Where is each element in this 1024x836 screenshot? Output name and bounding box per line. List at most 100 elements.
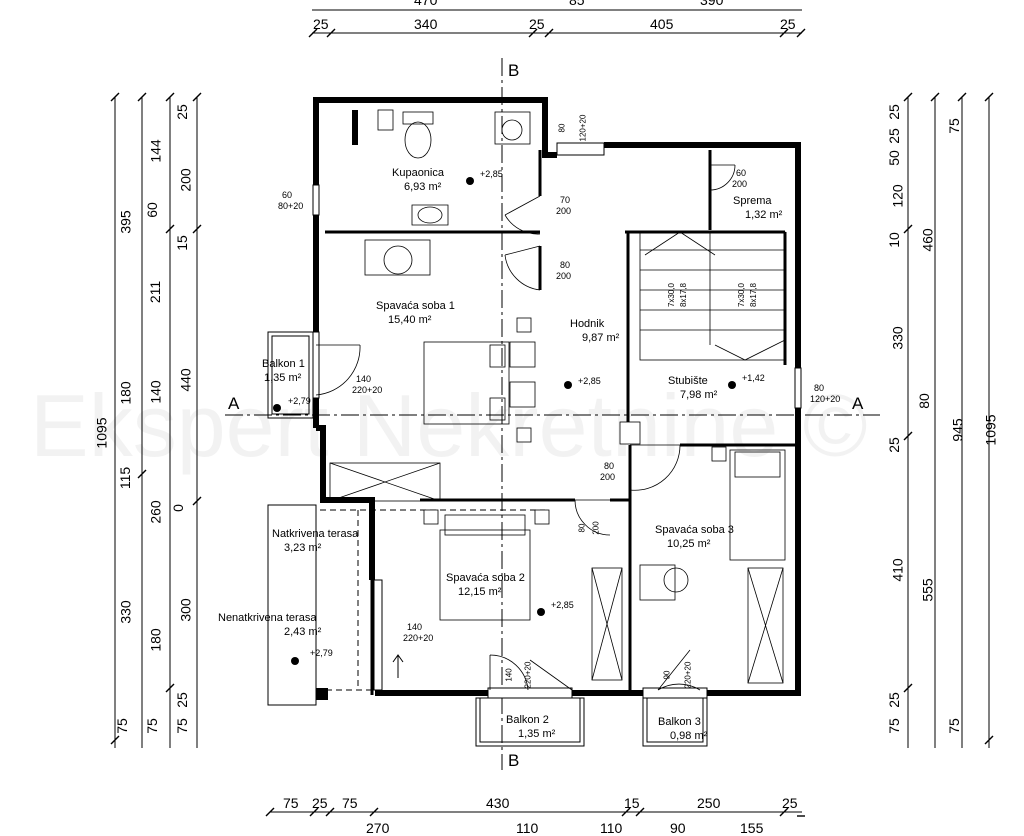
section-mark-a-right: A xyxy=(852,394,864,413)
dim-top-1: 25 xyxy=(313,16,329,32)
room-area-7: 3,23 m² xyxy=(284,542,322,554)
section-mark-b-top: B xyxy=(508,61,520,80)
dim-left-12: 115 xyxy=(117,466,134,490)
room-name-2: Spavaća soba 1 xyxy=(376,300,455,312)
dim-bottom-1: 75 xyxy=(283,795,299,811)
room-name-10: Spavaća soba 3 xyxy=(655,524,734,536)
dim-left-7: 211 xyxy=(147,280,164,304)
opening-width-6: 140 xyxy=(356,374,372,384)
dim-right-9: 80 xyxy=(915,393,932,409)
dim-right-2: 25 xyxy=(885,128,902,144)
dim-right-4: 75 xyxy=(945,118,962,134)
dim-left-17: 180 xyxy=(147,628,164,652)
north-arrow xyxy=(392,654,404,678)
opening-height-12: 220+20 xyxy=(683,661,693,689)
stair-note-4: 8x17,8 xyxy=(749,282,759,308)
room-area-9: 12,15 m² xyxy=(458,586,502,598)
opening-width-8: 80 xyxy=(604,461,615,471)
opening-height-2: 120+20 xyxy=(578,114,588,142)
dim-left-3: 200 xyxy=(177,168,194,192)
dim-right-15: 25 xyxy=(885,692,902,708)
room-name-12: Balkon 3 xyxy=(658,716,701,728)
opening-width-2: 80 xyxy=(557,123,567,133)
dim-right-10: 945 xyxy=(949,418,966,442)
room-area-12: 0,98 m² xyxy=(670,730,708,742)
opening-height-4: 200 xyxy=(556,271,572,281)
dim-top-upper-3: 390 xyxy=(700,0,724,8)
dim-bottom-3: 75 xyxy=(342,795,358,811)
dim-bottom-6: 250 xyxy=(697,795,721,811)
room-area-5: 7,98 m² xyxy=(680,389,718,401)
room-name-9: Spavaća soba 2 xyxy=(446,572,525,584)
dim-right-14: 555 xyxy=(919,578,936,602)
dim-bottom-lower-2: 110 xyxy=(516,820,539,836)
opening-height-7: 120+20 xyxy=(810,394,841,404)
dim-left-13: 0 xyxy=(169,504,186,512)
dim-top-4: 405 xyxy=(650,16,674,32)
opening-height-9: 200 xyxy=(591,521,601,535)
dim-bottom-5: 15 xyxy=(624,795,640,811)
dimension-lines xyxy=(114,9,990,813)
level-4: +1,42 xyxy=(742,373,765,383)
section-mark-a-left: A xyxy=(228,394,240,413)
dim-left-16: 330 xyxy=(117,600,134,624)
dim-top-3: 25 xyxy=(529,16,545,32)
opening-height-6: 220+20 xyxy=(352,385,383,395)
exterior-walls xyxy=(313,97,801,696)
dim-left-4: 395 xyxy=(117,210,134,234)
stair-note-2: 8x17,8 xyxy=(679,282,689,308)
room-name-11: Balkon 2 xyxy=(506,714,549,726)
balconies xyxy=(267,331,708,747)
dim-left-21: 75 xyxy=(173,718,190,734)
room-area-1: 6,93 m² xyxy=(404,181,442,193)
dim-left-10: 140 xyxy=(147,380,164,404)
dim-right-5: 120 xyxy=(889,184,906,208)
room-area-3: 9,87 m² xyxy=(582,332,620,344)
doors xyxy=(315,164,736,691)
furniture xyxy=(329,109,786,684)
dim-bottom-lower-1: 270 xyxy=(366,820,390,836)
dim-left-19: 75 xyxy=(113,718,130,734)
terrace-post xyxy=(316,688,328,700)
dim-left-1: 25 xyxy=(173,104,190,120)
dim-left-2: 144 xyxy=(147,139,164,163)
section-mark-b-bottom: B xyxy=(508,751,520,770)
dim-left-18: 25 xyxy=(173,692,190,708)
dim-right-6: 460 xyxy=(919,228,936,252)
section-lines xyxy=(225,58,880,770)
room-area-8: 2,43 m² xyxy=(284,626,322,638)
dim-right-3: 50 xyxy=(885,150,902,166)
dim-left-15: 300 xyxy=(177,598,194,622)
level-6: +2,79 xyxy=(310,648,333,658)
sockets xyxy=(423,317,727,525)
dim-top-2: 340 xyxy=(414,16,438,32)
opening-height-5: 200 xyxy=(732,179,748,189)
opening-width-3: 70 xyxy=(560,195,571,205)
room-name-8: Nenatkrivena terasa xyxy=(218,612,317,624)
opening-width-7: 80 xyxy=(814,383,825,393)
room-area-6: 1,35 m² xyxy=(264,372,302,384)
dim-bottom-lower-4: 90 xyxy=(670,820,686,836)
room-name-3: Hodnik xyxy=(570,318,605,330)
room-area-11: 1,35 m² xyxy=(518,728,556,740)
opening-width-1: 60 xyxy=(282,190,293,200)
dim-right-12: 25 xyxy=(885,437,902,453)
dim-bottom-7: 25 xyxy=(782,795,798,811)
room-name-7: Natkrivena terasa xyxy=(272,528,359,540)
dim-right-16: 75 xyxy=(885,718,902,734)
room-name-5: Stubište xyxy=(668,375,708,387)
dim-left-11: 1095 xyxy=(93,417,110,449)
dim-right-13: 410 xyxy=(889,558,906,582)
opening-height-8: 200 xyxy=(600,472,616,482)
dim-bottom-2: 25 xyxy=(312,795,328,811)
opening-height-1: 80+20 xyxy=(278,201,304,211)
dimension-ticks xyxy=(110,28,994,817)
opening-width-4: 80 xyxy=(560,260,571,270)
room-area-2: 15,40 m² xyxy=(388,314,432,326)
dim-bottom-lower-5: 155 xyxy=(740,820,764,836)
opening-height-10: 220+20 xyxy=(403,633,434,643)
room-area-4: 1,32 m² xyxy=(745,209,783,221)
level-5: +2,85 xyxy=(551,600,574,610)
dim-bottom-lower-3: 110 xyxy=(600,820,623,836)
